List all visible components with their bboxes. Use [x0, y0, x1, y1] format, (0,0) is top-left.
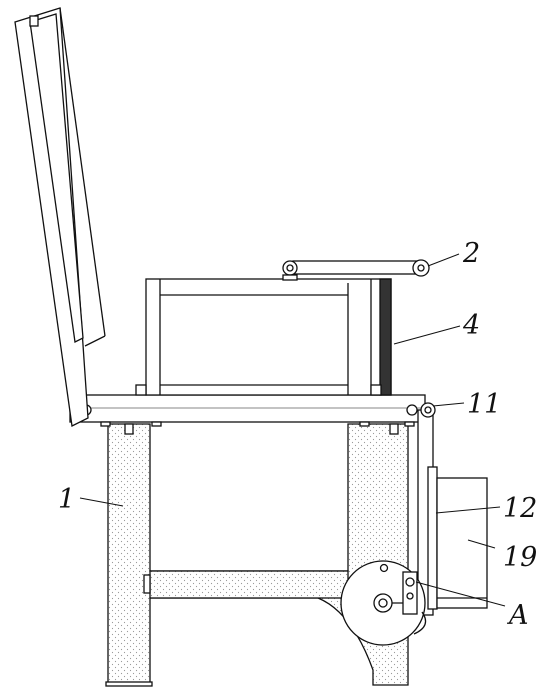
- lid-inner: [29, 13, 84, 343]
- leg-tab-left: [124, 423, 134, 435]
- rail-clip-4: [404, 421, 415, 427]
- lid-panel: [14, 7, 89, 427]
- leader-12: [435, 506, 501, 514]
- table-rail: [69, 394, 426, 423]
- rail-clip-3: [359, 421, 370, 427]
- label-part-1: 1: [58, 484, 75, 515]
- base-crossbar: [149, 570, 349, 599]
- base-frame: [107, 423, 409, 686]
- label-detail-A: A: [506, 600, 529, 631]
- disc-hole: [379, 563, 389, 573]
- rail-bolt-right: [406, 404, 418, 416]
- rail-clip-2: [151, 421, 162, 427]
- leg-tab-right: [389, 423, 399, 435]
- label-part-11: 11: [467, 389, 501, 420]
- rail-clip-1: [100, 421, 111, 427]
- disc-hook: [413, 611, 427, 635]
- frame-foot-left: [135, 384, 147, 396]
- upper-frame: [145, 278, 392, 396]
- leader-1: [79, 497, 124, 507]
- foot-left: [105, 681, 153, 687]
- crossbar-pin: [143, 574, 151, 594]
- label-part-4: 4: [462, 310, 480, 341]
- frame-side-plate: [379, 278, 392, 396]
- leader-A: [415, 581, 506, 607]
- label-part-2: 2: [462, 238, 480, 269]
- label-part-19: 19: [503, 542, 537, 573]
- leader-19: [467, 539, 496, 549]
- lid-hinge-top: [29, 15, 39, 27]
- handle-bar: [292, 260, 424, 275]
- leader-2: [427, 253, 460, 267]
- leader-4: [393, 325, 461, 345]
- label-part-12: 12: [503, 493, 537, 524]
- handle-base: [282, 274, 298, 281]
- frame-foot-right: [370, 384, 382, 396]
- leader-11: [432, 402, 465, 407]
